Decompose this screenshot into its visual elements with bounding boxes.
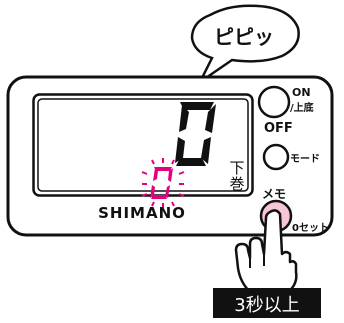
blinking-digit xyxy=(141,158,185,208)
vertical-label: 下巻 xyxy=(229,159,245,193)
main-digit xyxy=(175,102,216,166)
off-label: OFF xyxy=(264,121,293,136)
hand-pointer-icon xyxy=(234,209,298,294)
on-off-button[interactable] xyxy=(256,84,292,120)
reset-label: 0セット xyxy=(292,223,329,234)
memo-label: メモ xyxy=(262,187,287,201)
brand-logo: SHIMANO xyxy=(98,204,186,222)
lcd-screen xyxy=(32,93,254,197)
bubble-text: ピピッ xyxy=(214,25,274,49)
mode-label: モード xyxy=(290,154,320,165)
caption-box xyxy=(213,288,321,318)
on-label: ON xyxy=(292,86,311,99)
on-sub-label: /上底 xyxy=(290,103,314,114)
mode-button[interactable] xyxy=(261,142,291,172)
caption-text: 3秒以上 xyxy=(234,295,300,316)
